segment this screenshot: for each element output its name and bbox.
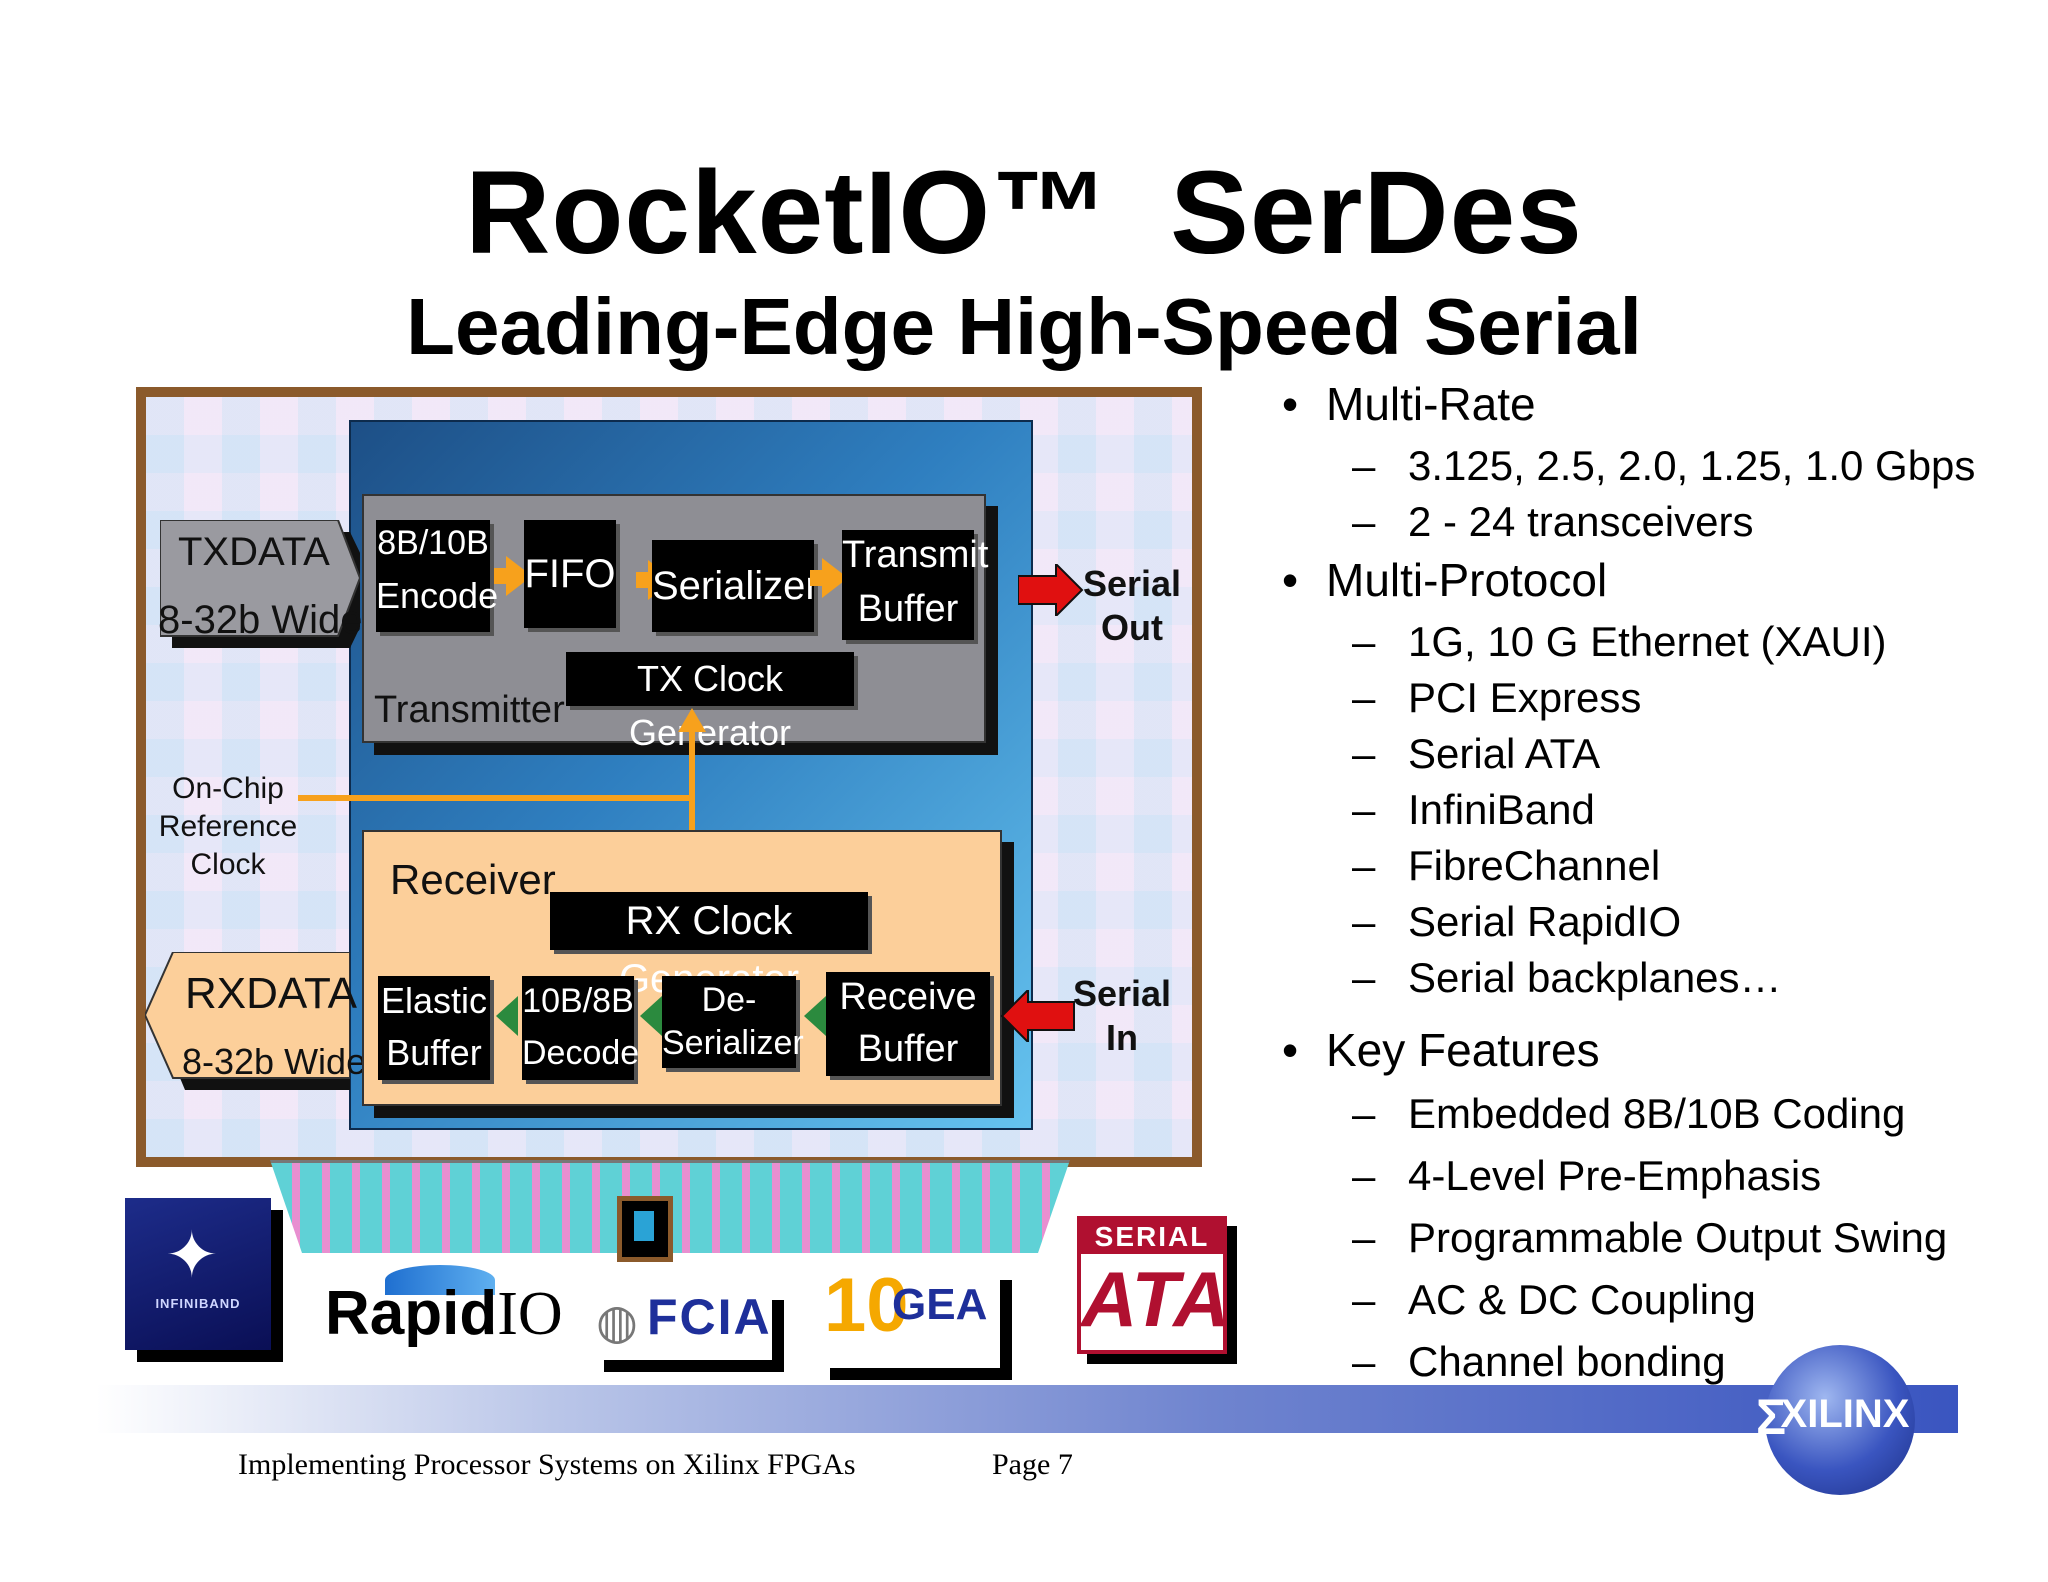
serial-out-arrow: [1018, 564, 1084, 616]
xilinx-sigma-icon: Σ: [1756, 1389, 1787, 1445]
sub-bullet: –Programmable Output Swing: [1352, 1214, 1948, 1261]
fcia-logo: ◍ FCIA: [592, 1288, 772, 1360]
receive-buffer-block: Receive Buffer: [826, 972, 990, 1076]
elastic-buffer-block: Elastic Buffer: [378, 976, 490, 1080]
sub-bullet: –PCI Express: [1352, 674, 1642, 721]
bullet-multi-protocol: •Multi-Protocol: [1282, 554, 1608, 606]
txdata-width: 8-32b Wide: [158, 598, 363, 642]
fifo-block: FIFO: [524, 520, 616, 628]
rxdata-label: RXDATA: [185, 969, 357, 1018]
serial-in-arrow: [1000, 990, 1075, 1042]
bullet-key-features: •Key Features: [1282, 1024, 1600, 1076]
sub-bullet: –Embedded 8B/10B Coding: [1352, 1090, 1906, 1137]
sub-bullet: –4-Level Pre-Emphasis: [1352, 1152, 1822, 1199]
10gea-logo: 10 GEA: [818, 1263, 1000, 1368]
slide-title: RocketIO™ SerDes: [0, 148, 2048, 278]
decode-block: 10B/8B Decode: [522, 976, 639, 1080]
serializer-block: Serializer: [652, 540, 819, 632]
rxdata-plate: [145, 952, 350, 1090]
xilinx-globe-logo: [1765, 1345, 1915, 1495]
sub-bullet: –InfiniBand: [1352, 786, 1595, 833]
txdata-plate: [160, 520, 360, 648]
fcia-globe-icon: ◍: [596, 1296, 638, 1349]
rx-clock-generator: RX Clock Generator: [550, 892, 868, 1001]
deserializer-to-decode-arrow: [640, 996, 662, 1036]
infiniband-icon: ✦: [165, 1219, 219, 1291]
transmit-buffer-block: Transmit Buffer: [842, 530, 988, 640]
footer-text: Implementing Processor Systems on Xilinx…: [238, 1448, 856, 1481]
transmitter-label: Transmitter: [374, 689, 565, 731]
title-serdes: SerDes: [1170, 147, 1583, 279]
decode-to-elastic-arrow: [496, 996, 518, 1036]
rapidio-wave-icon: [385, 1265, 495, 1295]
txdata-label: TXDATA: [178, 530, 330, 574]
sub-bullet: –Channel bonding: [1352, 1338, 1726, 1385]
xilinx-logo-text: XILINX: [1780, 1392, 1910, 1436]
sub-bullet: –FibreChannel: [1352, 842, 1661, 889]
buffer-to-deserializer-arrow: [804, 996, 826, 1036]
sub-bullet: –Serial RapidIO: [1352, 898, 1682, 945]
sub-bullet: –Serial backplanes…: [1352, 954, 1782, 1001]
sub-bullet: –2 - 24 transceivers: [1352, 498, 1754, 545]
title-rocketio: RocketIO™: [465, 147, 1111, 279]
bullet-multi-rate: •Multi-Rate: [1282, 378, 1536, 430]
tx-clock-generator: TX Clock Generator: [566, 652, 854, 753]
deserializer-block: De- Serializer: [662, 976, 804, 1068]
die-chip-highlight: [617, 1196, 673, 1262]
sub-bullet: –AC & DC Coupling: [1352, 1276, 1756, 1323]
serial-ata-logo: SERIAL ATA: [1077, 1216, 1230, 1354]
encode-block: 8B/10B Encode: [376, 520, 498, 632]
footer-band: [96, 1385, 1958, 1433]
sub-bullet: –Serial ATA: [1352, 730, 1601, 777]
rxdata-width: 8-32b Wide: [182, 1041, 367, 1082]
receiver-label: Receiver: [390, 856, 556, 903]
page-number: Page 7: [992, 1448, 1073, 1481]
slide-subtitle: Leading-Edge High-Speed Serial: [406, 282, 1642, 371]
sub-bullet: –1G, 10 G Ethernet (XAUI): [1352, 618, 1887, 665]
infiniband-logo: ✦ INFINIBAND: [125, 1198, 271, 1350]
rapidio-logo: RapidIO: [325, 1279, 563, 1348]
sub-bullet: –3.125, 2.5, 2.0, 1.25, 1.0 Gbps: [1352, 442, 1976, 489]
